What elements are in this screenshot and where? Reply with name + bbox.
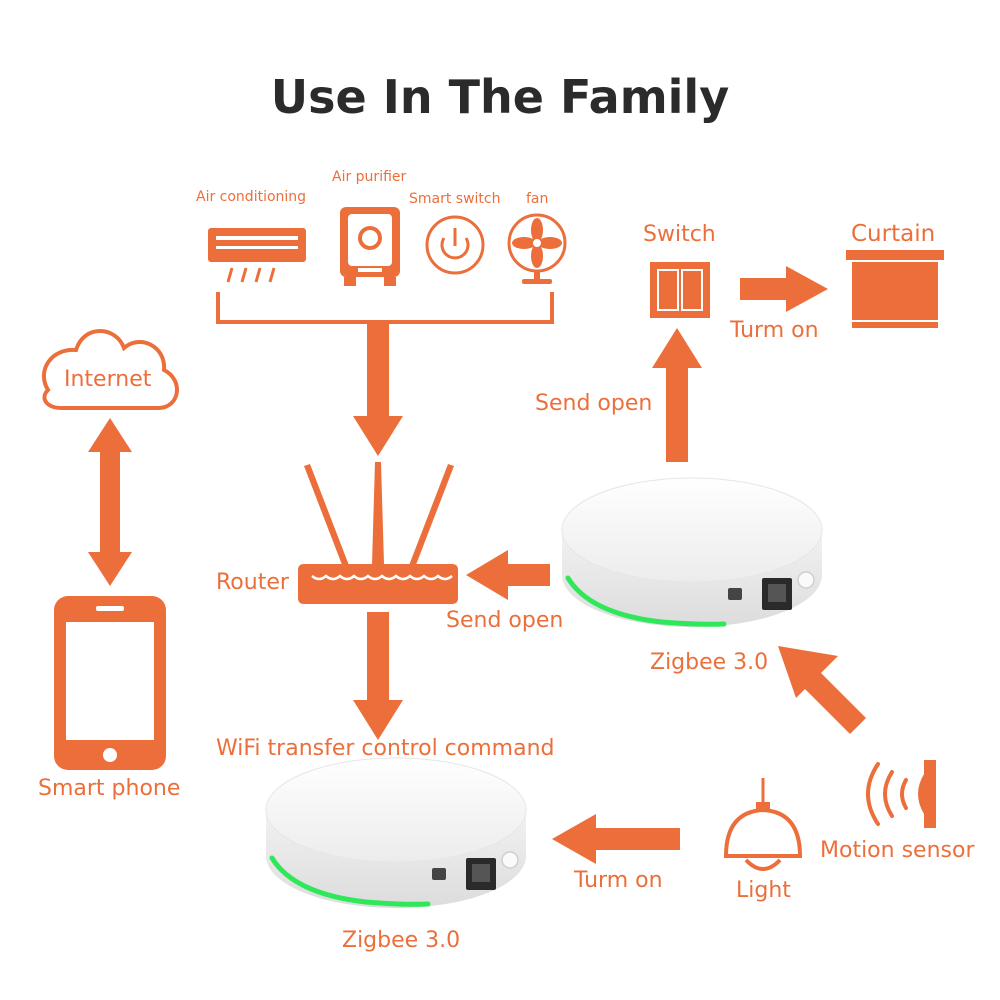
- appliance-bracket: [216, 292, 554, 324]
- label-switch: Switch: [643, 222, 716, 247]
- curtain-icon: [846, 250, 944, 328]
- label-wifi-command: WiFi transfer control command: [216, 736, 555, 761]
- arrow-router-to-bottom-hub: [353, 612, 403, 740]
- label-motion-sensor: Motion sensor: [820, 838, 975, 863]
- motion-sensor-icon: [866, 760, 936, 828]
- label-send-open-up: Send open: [535, 391, 653, 416]
- wall-switch-icon: [650, 262, 710, 318]
- label-air-purifier: Air purifier: [332, 169, 407, 185]
- label-zigbee-bottom: Zigbee 3.0: [342, 928, 461, 953]
- label-smart-phone: Smart phone: [38, 776, 181, 801]
- arrow-sensor-to-hub: [778, 646, 866, 734]
- label-air-conditioning: Air conditioning: [196, 189, 307, 205]
- label-zigbee-right: Zigbee 3.0: [650, 650, 769, 675]
- zigbee-hub-bottom: [265, 757, 527, 908]
- label-light: Light: [736, 878, 791, 903]
- arrow-hub-to-router: [466, 550, 550, 600]
- arrow-hub-to-switch: [652, 328, 702, 462]
- router-icon: [298, 462, 458, 604]
- arrow-switch-to-curtain: [740, 266, 828, 312]
- double-arrow-internet-phone: [88, 418, 132, 586]
- smart-switch-icon: [425, 215, 485, 275]
- label-internet: Internet: [64, 367, 152, 392]
- air-purifier-icon: [340, 207, 400, 286]
- page-title: Use In The Family: [270, 70, 730, 124]
- cloud-icon: [41, 329, 179, 410]
- label-fan: fan: [526, 191, 549, 207]
- label-router: Router: [216, 570, 289, 595]
- label-curtain: Curtain: [851, 221, 936, 247]
- light-bulb-icon: [723, 778, 803, 871]
- arrow-light-to-hub: [552, 814, 680, 864]
- zigbee-hub-right: [561, 477, 823, 627]
- fan-icon: [507, 213, 567, 284]
- smart-phone-icon: [54, 596, 166, 770]
- label-turn-on-curtain: Turm on: [730, 318, 819, 343]
- arrow-down-to-router: [353, 322, 403, 456]
- air-conditioner-icon: [208, 228, 306, 283]
- label-send-open-left: Send open: [446, 608, 564, 633]
- label-smart-switch: Smart switch: [409, 191, 501, 207]
- label-turn-on-light: Turm on: [574, 868, 663, 893]
